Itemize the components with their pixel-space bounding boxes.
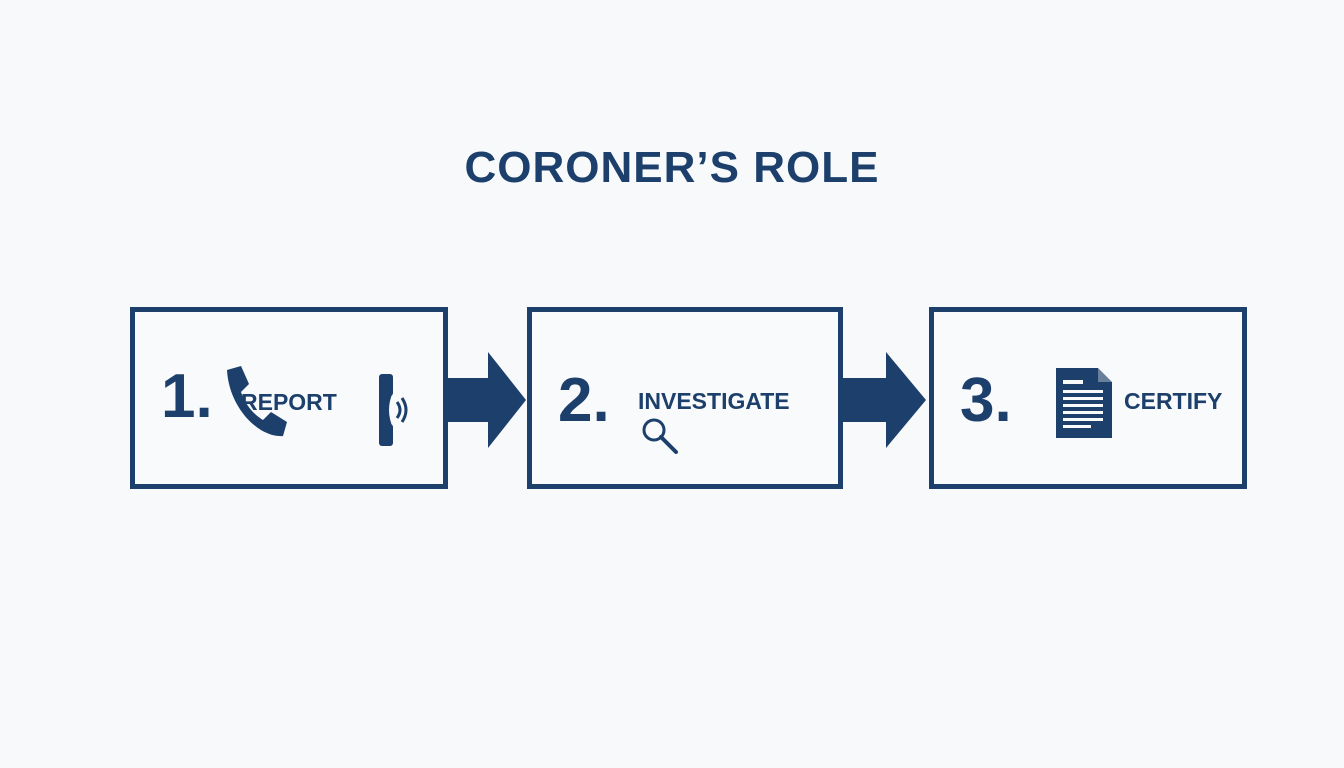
step-label: INVESTIGATE — [638, 388, 790, 414]
step-box-investigate: 2. INVESTIGATE — [527, 307, 843, 489]
step-box-report: 1. REPORT — [130, 307, 448, 489]
step-box-certify: 3. CERTIFY — [929, 307, 1247, 489]
diagram-title: CORONER’S ROLE — [464, 143, 880, 192]
document-icon — [1056, 368, 1112, 438]
step-label: CERTIFY — [1124, 388, 1223, 414]
arrow-right-icon — [446, 352, 526, 448]
step-label: REPORT — [241, 389, 337, 415]
phone-icon — [227, 366, 287, 437]
magnifier-icon — [642, 418, 678, 454]
step-number: 1. — [161, 362, 213, 431]
step-number: 3. — [960, 366, 1012, 435]
arrow-right-icon — [842, 352, 926, 448]
step-number: 2. — [558, 366, 610, 435]
phone-ringing-icon — [379, 374, 408, 446]
